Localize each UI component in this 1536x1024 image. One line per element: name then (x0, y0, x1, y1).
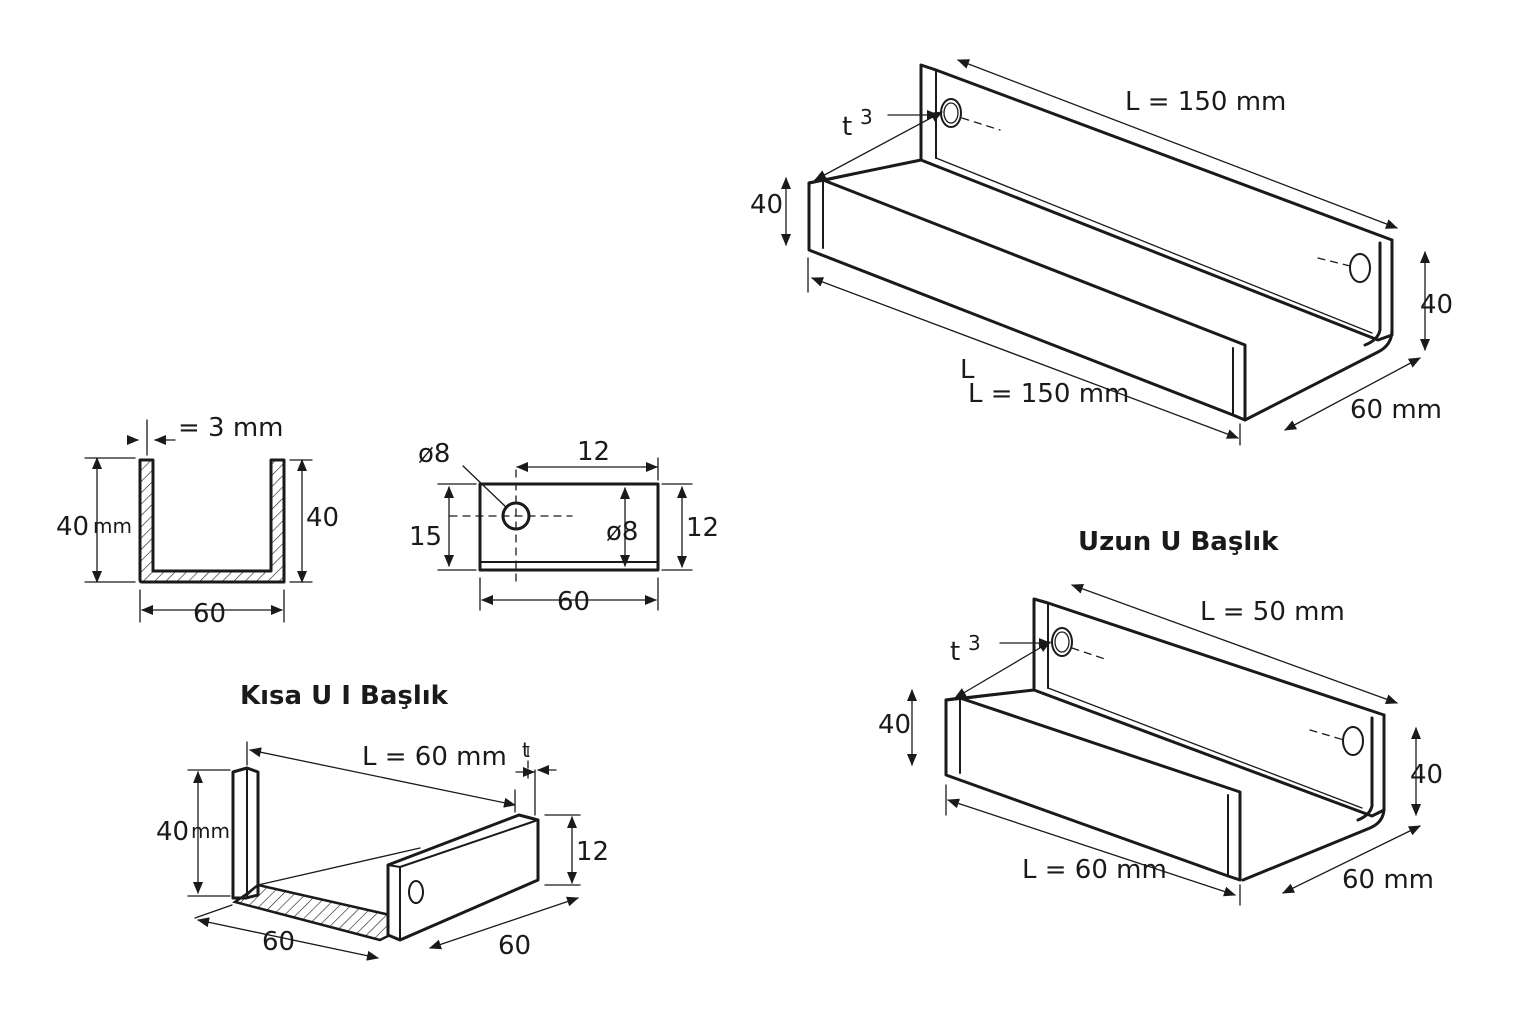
section-height-left-unit: mm (93, 514, 132, 538)
short-t-mark: t (522, 738, 530, 762)
plate-height: 12 (686, 513, 719, 543)
medium-height-right: 40 (1410, 760, 1443, 790)
short-height-left: 40 (156, 817, 189, 847)
long-t-label: t (842, 112, 852, 142)
short-height-right: 12 (576, 837, 609, 867)
plate-hole-spacing: 12 (577, 437, 610, 467)
medium-t-label: t (950, 637, 960, 667)
long-length-bottom: L = 150 mm (968, 379, 1129, 409)
short-height-left-unit: mm (191, 819, 230, 843)
plate-hole-side: ø8 (606, 517, 638, 547)
section-height-left: 40 (56, 512, 89, 542)
long-width: 60 mm (1350, 395, 1442, 425)
plate-view-drawing: ø8 12 15 ø8 12 60 (409, 437, 719, 617)
short-title: Kısa U I Başlık (240, 681, 449, 711)
medium-t-value: 3 (968, 631, 981, 655)
long-channel-drawing: t 3 L = 150 mm 40 40 L L = 150 mm 60 mm (750, 59, 1453, 446)
long-height-right: 40 (1420, 290, 1453, 320)
medium-length-top: L = 50 mm (1200, 597, 1345, 627)
medium-length-bottom: L = 60 mm (1022, 855, 1167, 885)
long-t-value: 3 (860, 105, 873, 129)
section-view-drawing: = 3 mm 40 mm 40 60 (56, 413, 339, 629)
long-length-top: L = 150 mm (1125, 87, 1286, 117)
long-title: Uzun U Başlık (1078, 527, 1279, 557)
plate-hole-height: 15 (409, 522, 442, 552)
short-channel-drawing: L = 60 mm t 40 mm 12 60 60 (156, 738, 609, 961)
section-width: 60 (193, 599, 226, 629)
short-width-left: 60 (262, 927, 295, 957)
medium-width: 60 mm (1342, 865, 1434, 895)
long-length-label-partial: L (960, 355, 975, 385)
short-length-top: L = 60 mm (362, 742, 507, 772)
section-thickness: = 3 mm (178, 413, 284, 443)
short-width-right: 60 (498, 931, 531, 961)
plate-width: 60 (557, 587, 590, 617)
plate-hole-top: ø8 (418, 439, 450, 469)
section-height-right: 40 (306, 503, 339, 533)
long-height-left: 40 (750, 190, 783, 220)
medium-channel-drawing: t 3 L = 50 mm 40 40 L = 60 mm 60 mm (878, 584, 1443, 906)
medium-height-left: 40 (878, 710, 911, 740)
